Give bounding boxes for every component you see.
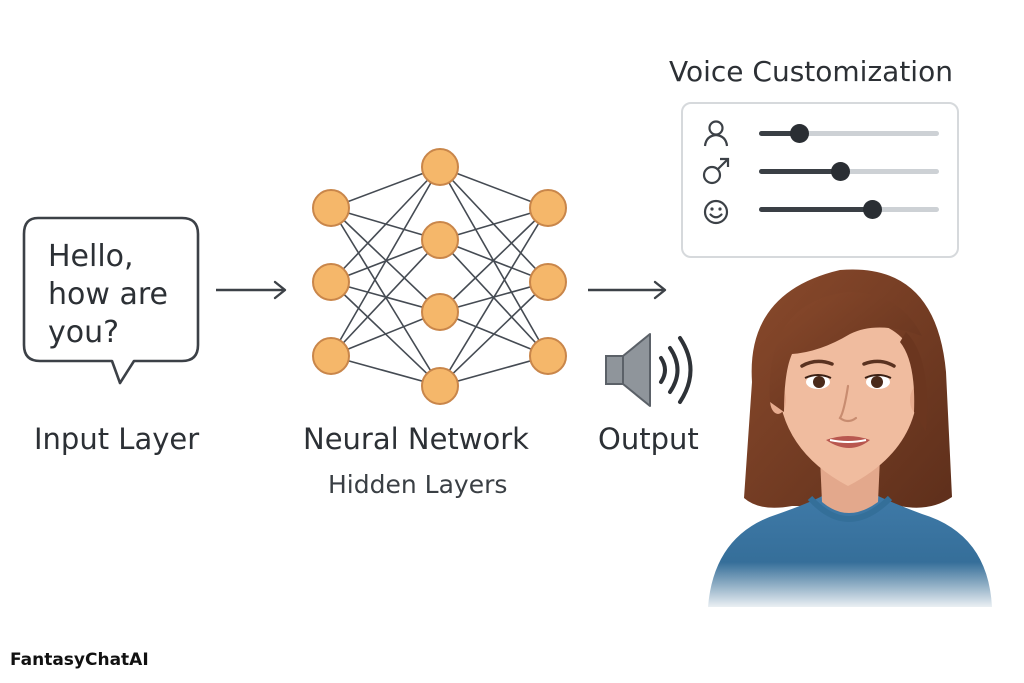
slider-row-emotion[interactable] [683, 194, 957, 225]
gender-slider-track[interactable] [759, 162, 939, 181]
nn-node-input-1 [312, 263, 350, 301]
gender-slider-knob[interactable] [831, 162, 850, 181]
bubble-line-3: you? [48, 315, 120, 350]
nn-edge-0-1-0 [330, 166, 441, 283]
male-symbol-icon [699, 156, 733, 186]
neural-network-label: Neural Network [303, 422, 529, 456]
nn-node-hidden-2 [421, 293, 459, 331]
nn-node-input-0 [312, 189, 350, 227]
speech-bubble [22, 216, 200, 385]
nn-edge-1-3-0 [439, 207, 549, 387]
speech-bubble-text: Hello, how are you? [48, 238, 188, 352]
arrow-input-to-network [216, 280, 287, 300]
nn-node-hidden-0 [421, 148, 459, 186]
bubble-line-1: Hello, [48, 239, 134, 274]
nn-edge-1-3-1 [439, 281, 549, 387]
brand-name: FantasyChatAI [10, 650, 149, 670]
nn-node-hidden-1 [421, 221, 459, 259]
brand-logo: FantasyChatAI [10, 650, 149, 670]
output-label: Output [598, 422, 699, 456]
hidden-layers-label: Hidden Layers [328, 470, 508, 499]
emotion-slider-fill [759, 207, 873, 212]
input-layer-label: Input Layer [34, 422, 200, 456]
nn-edge-1-2-0 [439, 207, 549, 313]
voice-slider-knob[interactable] [789, 124, 809, 143]
nn-node-input-2 [312, 337, 350, 375]
person-outline-icon [699, 118, 733, 148]
nn-node-output-2 [529, 337, 567, 375]
avatar [700, 269, 1000, 612]
emotion-slider-knob[interactable] [863, 200, 883, 219]
speaker-icon [605, 333, 693, 407]
gender-slider-fill [759, 169, 840, 174]
nn-node-output-1 [529, 263, 567, 301]
nn-edge-0-2-1 [330, 239, 441, 357]
voice-customization-panel [681, 102, 959, 258]
smiley-face-icon [699, 194, 733, 225]
bubble-line-2: how are [48, 277, 168, 312]
nn-node-output-0 [529, 189, 567, 227]
emotion-slider-track[interactable] [759, 200, 939, 219]
nn-edge-0-2-2 [330, 311, 441, 357]
slider-row-gender[interactable] [683, 156, 957, 186]
voice-slider-track[interactable] [759, 124, 939, 143]
neural-network-diagram [312, 148, 567, 405]
slider-row-voice[interactable] [683, 118, 957, 148]
nn-edge-0-0-0 [330, 166, 441, 209]
nn-edge-1-0-0 [439, 166, 549, 209]
voice-customization-title: Voice Customization [669, 55, 953, 88]
voice-slider-fill [759, 131, 799, 136]
nn-node-hidden-3 [421, 367, 459, 405]
arrow-network-to-output [588, 280, 667, 300]
nn-edge-0-2-0 [330, 166, 441, 357]
